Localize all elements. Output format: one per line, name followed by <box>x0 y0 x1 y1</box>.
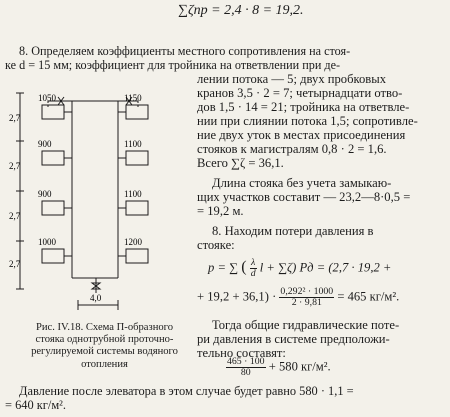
total-num: 465 · 100 <box>226 356 266 368</box>
lambda-den: d <box>250 268 256 279</box>
label-left-3: 900 <box>38 189 52 199</box>
radiator-left-1 <box>41 104 65 120</box>
para8b-line1: 8. Находим потери давления в <box>212 224 374 238</box>
para8b-line2: стояке: <box>197 238 235 252</box>
right-line2: кранов 3,5 · 2 = 7; четырнадцати отво- <box>197 86 403 100</box>
radiator-right-3 <box>125 200 149 216</box>
radiator-left-4 <box>41 248 65 264</box>
pressure-formula-line1: p = ∑ ( λ d l + ∑ζ) Pд = (2,7 · 19,2 + <box>208 257 392 279</box>
frac2-num: 0,292² · 1000 <box>279 286 335 298</box>
dim-1: 2,7 <box>9 113 21 123</box>
dim-4: 2,7 <box>9 259 21 269</box>
formula-top: ∑ζпр = 2,4 · 8 = 19,2. <box>178 3 304 18</box>
label-right-1: 1150 <box>124 93 142 103</box>
length-line2: щих участков составит — 23,2—8·0,5 = <box>197 190 411 204</box>
length-line1: Длина стояка без учета замыкаю- <box>212 176 392 190</box>
length-line3: = 19,2 м. <box>197 204 244 218</box>
riser-diagram: 1050 900 900 1000 1150 1100 1100 1200 2,… <box>9 92 149 310</box>
total-line3: тельно составят: <box>197 346 286 360</box>
para8-line1: 8. Определяем коэффициенты местного сопр… <box>19 44 351 58</box>
bottom-line2: = 640 кг/м². <box>5 398 66 412</box>
para8-line2: ке d = 15 мм; коэффициент для тройника н… <box>5 58 341 72</box>
label-left-4: 1000 <box>38 237 57 247</box>
lambda-over-d: λ d <box>249 257 257 279</box>
right-line5: ние двух уток в местах присоединения <box>197 128 406 142</box>
right-line6: стояков к магистралям 0,8 · 2 = 1,6. <box>197 142 387 156</box>
dim-3: 2,7 <box>9 211 21 221</box>
total-line2: ри давления в системе предположи- <box>197 332 390 346</box>
pressure-frac2: 0,292² · 1000 2 · 9,81 <box>279 286 335 308</box>
lambda-num: λ <box>249 257 257 269</box>
radiator-right-4 <box>125 248 149 264</box>
total-den: 80 <box>240 367 251 378</box>
dim-2: 2,7 <box>9 161 21 171</box>
label-right-4: 1200 <box>124 237 143 247</box>
frac2-den: 2 · 9,81 <box>291 297 322 308</box>
pressure-line2-post: = 465 кг/м². <box>337 289 400 304</box>
dim-bottom: 4,0 <box>90 293 102 303</box>
label-left-1: 1050 <box>38 93 57 103</box>
total-rest: + 580 кг/м². <box>268 359 331 374</box>
pressure-formula-line2: + 19,2 + 36,1) · 0,292² · 1000 2 · 9,81 … <box>197 287 399 308</box>
pressure-lhs: p = ∑ <box>208 260 239 275</box>
label-right-2: 1100 <box>124 139 142 149</box>
right-line3: дов 1,5 · 14 = 21; тройника на ответвле- <box>197 100 410 114</box>
pressure-mid: l + ∑ζ) Pд = (2,7 · 19,2 + <box>259 260 392 275</box>
label-left-2: 900 <box>38 139 52 149</box>
radiator-left-3 <box>41 200 65 216</box>
total-frac: 465 · 100 80 <box>226 357 266 378</box>
figure-caption: Рис. IV.18. Схема П-образного стояка одн… <box>31 322 178 370</box>
total-line1: Тогда общие гидравлические поте- <box>212 318 400 332</box>
label-right-3: 1100 <box>124 189 142 199</box>
right-line4: нии при слиянии потока 1,5; сопротивле- <box>197 114 418 128</box>
radiator-right-2 <box>125 150 149 166</box>
bottom-line1: Давление после элеватора в этом случае б… <box>19 384 354 398</box>
pressure-line2-pre: + 19,2 + 36,1) · <box>197 289 277 304</box>
radiator-right-1 <box>125 104 149 120</box>
right-line1: лении потока — 5; двух пробковых <box>197 72 386 86</box>
total-formula: 465 · 100 80 + 580 кг/м². <box>226 357 331 378</box>
radiator-left-2 <box>41 150 65 166</box>
right-line7: Всего ∑ζ = 36,1. <box>197 156 284 170</box>
